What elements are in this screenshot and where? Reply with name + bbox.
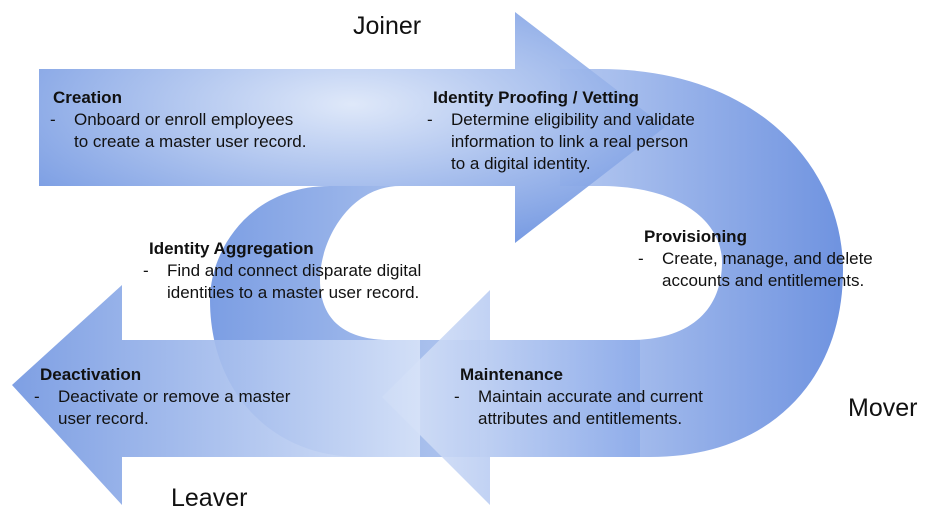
maintenance-arrow <box>382 290 640 505</box>
step-description: - Maintain accurate and current attribut… <box>454 386 703 430</box>
step-deactivation: Deactivation - Deactivate or remove a ma… <box>34 364 290 430</box>
stage-label-leaver: Leaver <box>171 484 248 512</box>
step-title: Creation <box>53 88 122 107</box>
description-line: Determine eligibility and validate <box>451 110 695 129</box>
stage-label-joiner: Joiner <box>353 12 422 40</box>
step-description: - Deactivate or remove a master user rec… <box>34 386 290 430</box>
description-line: user record. <box>58 409 149 428</box>
step-description: - Find and connect disparate digital ide… <box>143 260 421 304</box>
bullet-dash: - <box>427 110 433 129</box>
step-title: Maintenance <box>460 365 563 384</box>
joiner-arrow <box>39 12 665 243</box>
step-title: Identity Aggregation <box>149 239 314 258</box>
description-line: Deactivate or remove a master <box>58 387 291 406</box>
description-line: Maintain accurate and current <box>478 387 703 406</box>
step-provisioning: Provisioning - Create, manage, and delet… <box>638 226 873 292</box>
description-line: Create, manage, and delete <box>662 249 873 268</box>
step-maintenance: Maintenance - Maintain accurate and curr… <box>454 364 703 430</box>
stage-label-mover: Mover <box>848 394 918 422</box>
step-identity-aggregation: Identity Aggregation - Find and connect … <box>143 238 421 304</box>
step-description: - Determine eligibility and validate inf… <box>427 109 695 175</box>
description-line: attributes and entitlements. <box>478 409 683 428</box>
step-description: - Onboard or enroll employees to create … <box>50 109 306 153</box>
description-line: to a digital identity. <box>451 154 591 173</box>
bullet-dash: - <box>638 249 644 268</box>
step-title: Provisioning <box>644 227 747 246</box>
bullet-dash: - <box>34 387 40 406</box>
bullet-dash: - <box>50 110 56 129</box>
description-line: Onboard or enroll employees <box>74 110 294 129</box>
step-title: Identity Proofing / Vetting <box>433 88 639 107</box>
description-line: identities to a master user record. <box>167 283 420 302</box>
bullet-dash: - <box>143 261 149 280</box>
description-line: Find and connect disparate digital <box>167 261 422 280</box>
description-line: information to link a real person <box>451 132 689 151</box>
description-line: to create a master user record. <box>74 132 307 151</box>
step-description: - Create, manage, and delete accounts an… <box>638 248 873 292</box>
step-title: Deactivation <box>40 365 142 384</box>
step-identity-proofing: Identity Proofing / Vetting - Determine … <box>427 87 695 175</box>
leaver-arrow <box>12 285 420 505</box>
description-line: accounts and entitlements. <box>662 271 865 290</box>
bullet-dash: - <box>454 387 460 406</box>
step-creation: Creation - Onboard or enroll employees t… <box>50 87 306 153</box>
